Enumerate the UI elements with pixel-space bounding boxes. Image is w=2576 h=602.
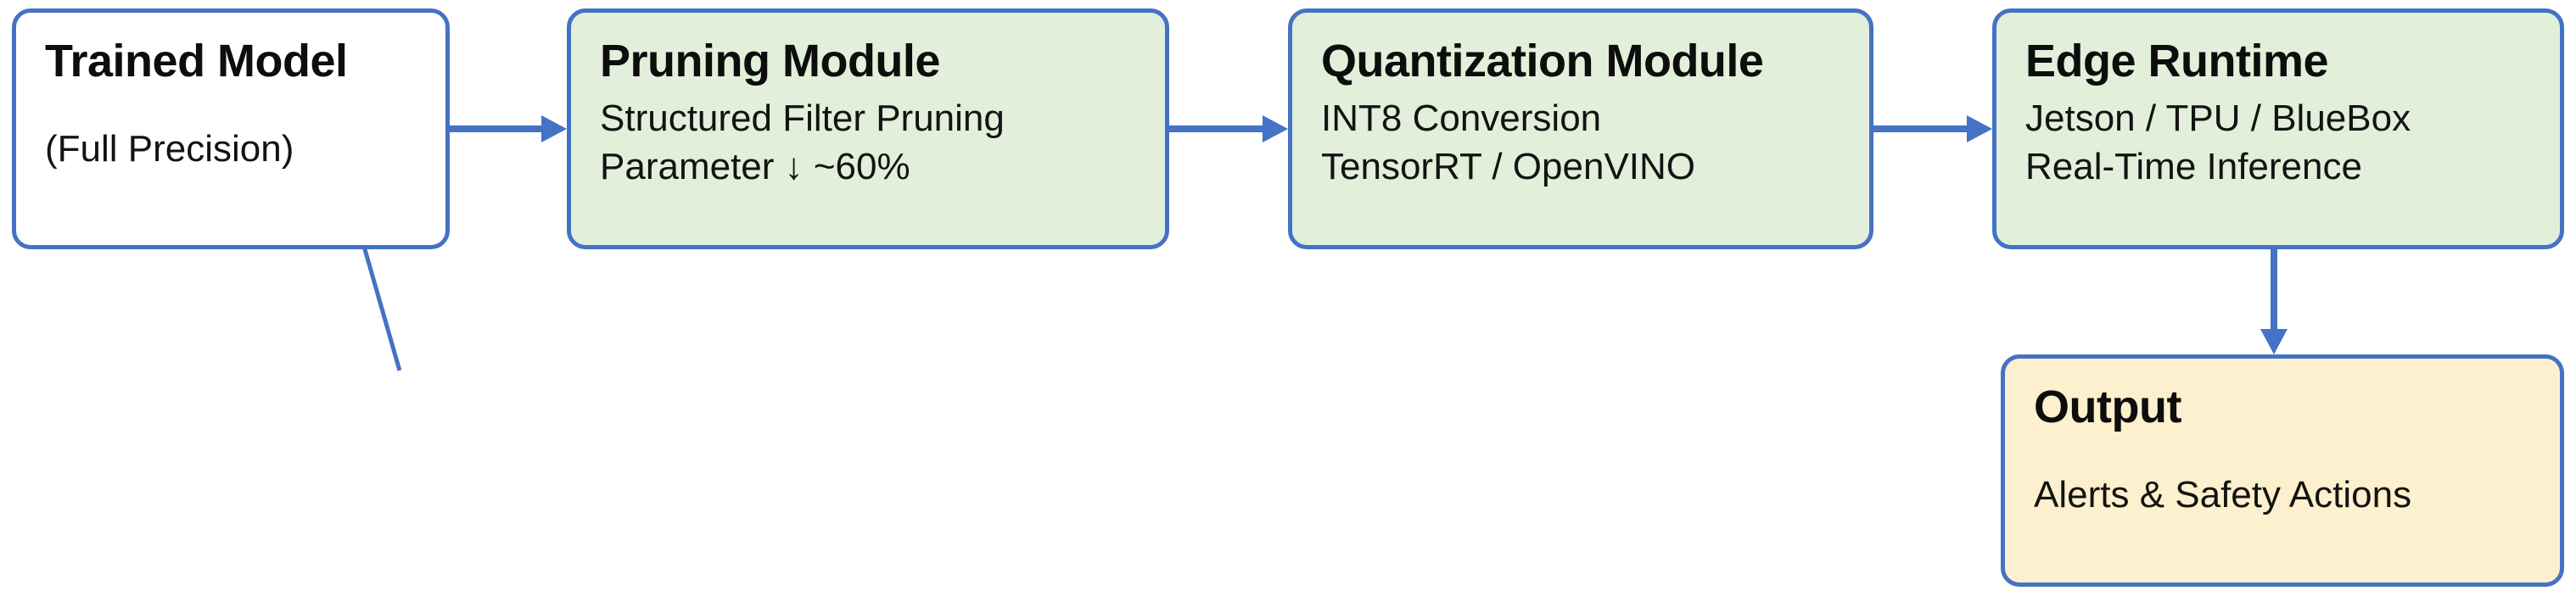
arrow-shaft	[1873, 125, 1970, 132]
node-trained-model-title: Trained Model	[45, 36, 348, 86]
node-quantization-module-line-2: TensorRT / OpenVINO	[1321, 145, 1696, 187]
node-trained-model[interactable]: Trained Model (Full Precision)	[12, 8, 450, 249]
node-pruning-module-title: Pruning Module	[600, 36, 940, 86]
arrow-edge-runtime-to-output	[2260, 249, 2288, 354]
node-trained-model-lines: (Full Precision)	[45, 125, 417, 173]
node-pruning-module-line-1: Structured Filter Pruning	[600, 97, 1005, 139]
node-output-lines: Alerts & Safety Actions	[2034, 471, 2531, 519]
node-trained-model-line-1: (Full Precision)	[45, 127, 294, 170]
arrow-head	[541, 115, 567, 142]
arrow-pruning-to-quantization	[1169, 115, 1288, 142]
node-quantization-module[interactable]: Quantization Module INT8 Conversion Tens…	[1288, 8, 1873, 249]
node-pruning-module-lines: Structured Filter Pruning Parameter ↓ ~6…	[600, 94, 1136, 191]
arrow-shaft	[1169, 125, 1266, 132]
node-output[interactable]: Output Alerts & Safety Actions	[2001, 354, 2564, 587]
arrow-trained-model-to-pruning	[450, 115, 567, 142]
node-edge-runtime-lines: Jetson / TPU / BlueBox Real-Time Inferen…	[2025, 94, 2531, 191]
arrow-shaft	[2271, 249, 2277, 331]
node-output-line-1: Alerts & Safety Actions	[2034, 473, 2412, 516]
arrow-head	[2260, 329, 2288, 354]
node-edge-runtime[interactable]: Edge Runtime Jetson / TPU / BlueBox Real…	[1992, 8, 2564, 249]
node-quantization-module-title: Quantization Module	[1321, 36, 1764, 86]
arrow-quantization-to-edge-runtime	[1873, 115, 1992, 142]
arrow-shaft	[450, 125, 545, 132]
node-quantization-module-line-1: INT8 Conversion	[1321, 97, 1602, 139]
node-output-title: Output	[2034, 382, 2181, 432]
node-edge-runtime-title: Edge Runtime	[2025, 36, 2329, 86]
node-quantization-module-lines: INT8 Conversion TensorRT / OpenVINO	[1321, 94, 1840, 191]
node-pruning-module-line-2: Parameter ↓ ~60%	[600, 145, 910, 187]
node-edge-runtime-line-2: Real-Time Inference	[2025, 145, 2362, 187]
node-edge-runtime-line-1: Jetson / TPU / BlueBox	[2025, 97, 2411, 139]
arrow-head	[1263, 115, 1288, 142]
arrow-head	[1967, 115, 1992, 142]
connector-trained-model-branch	[362, 248, 402, 371]
node-pruning-module[interactable]: Pruning Module Structured Filter Pruning…	[567, 8, 1169, 249]
